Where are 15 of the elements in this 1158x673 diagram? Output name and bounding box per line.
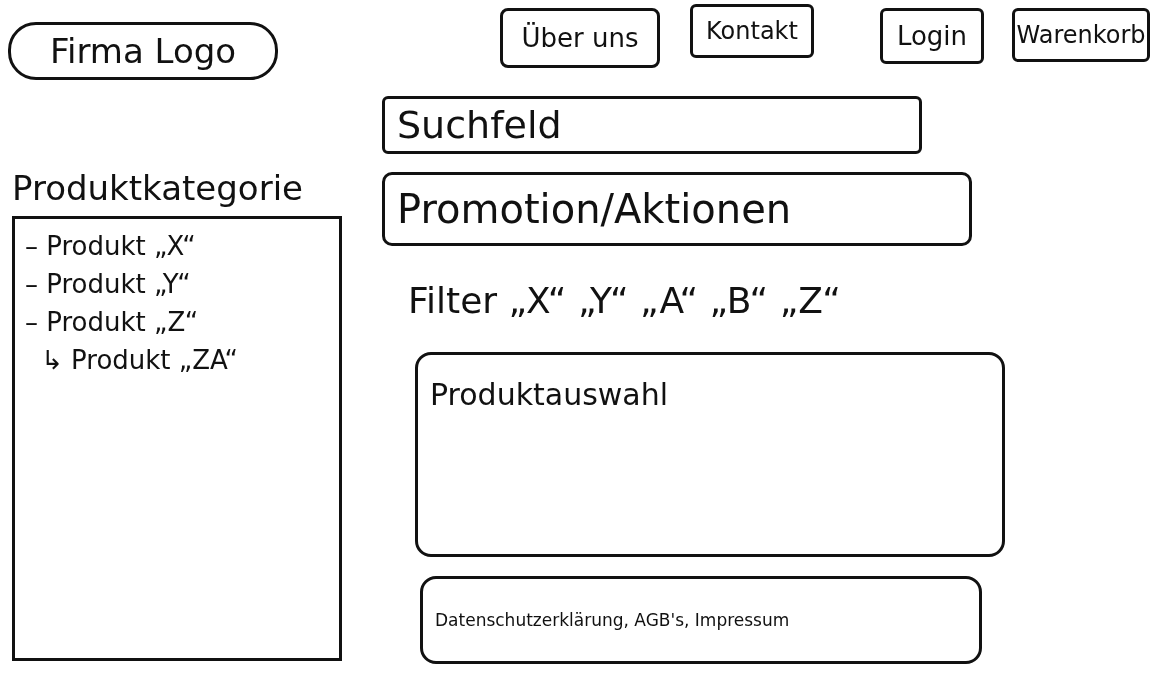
list-item: – Produkt „Y“ — [25, 268, 191, 301]
product-grid: Produktauswahl — [415, 352, 1005, 557]
filter-label: Filter „X“ „Y“ „A“ „B“ „Z“ — [408, 280, 841, 321]
promotion-banner: Promotion/Aktionen — [382, 172, 972, 246]
nav-link: Über uns — [500, 8, 660, 68]
nav-link: Kontakt — [690, 4, 814, 58]
footer-links: Datenschutzerklärung, AGB's, Impressum — [420, 576, 982, 664]
search-field: Suchfeld — [382, 96, 922, 154]
nav-link: Warenkorb — [1012, 8, 1150, 62]
nav-link: Login — [880, 8, 984, 64]
list-item: – Produkt „Z“ — [25, 306, 199, 339]
list-item: – Produkt „X“ — [25, 230, 196, 263]
list-item: ↳ Produkt „ZA“ — [41, 344, 238, 377]
header-badge: Firma Logo — [8, 22, 278, 80]
panel-heading: Produktkategorie — [12, 168, 303, 208]
